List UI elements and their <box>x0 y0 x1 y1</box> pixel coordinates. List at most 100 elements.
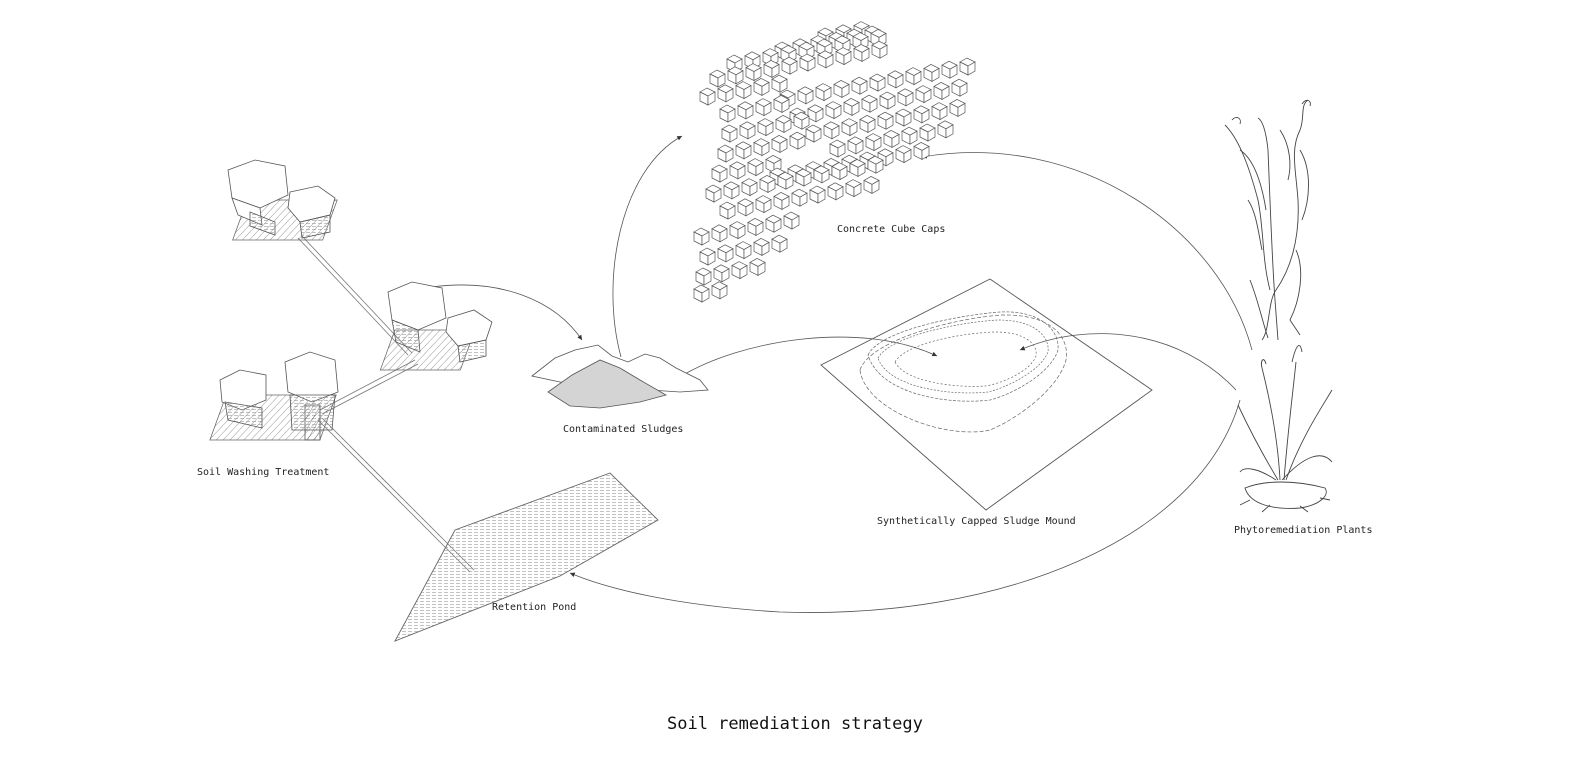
concrete-cube <box>831 162 848 180</box>
arrow-plants-to-cubes <box>921 152 1253 351</box>
concrete-cube <box>757 118 774 136</box>
concrete-cube <box>773 192 790 210</box>
label-phytoremediation: Phytoremediation Plants <box>1234 525 1373 536</box>
concrete-cube <box>823 121 840 140</box>
concrete-cube <box>897 88 914 107</box>
concrete-cube <box>895 108 912 127</box>
concrete-cube <box>861 94 878 113</box>
concrete-cube <box>699 247 716 266</box>
concrete-cube <box>877 111 894 130</box>
concrete-cube <box>719 201 736 220</box>
concrete-cube <box>773 95 790 113</box>
concrete-cube <box>895 145 912 163</box>
concrete-cube <box>737 198 754 217</box>
concrete-cube <box>745 63 762 81</box>
concrete-cube <box>747 158 764 176</box>
label-sludge-mound: Synthetically Capped Sludge Mound <box>877 516 1076 527</box>
concrete-cube <box>747 218 764 236</box>
concrete-cube <box>841 118 858 136</box>
concrete-cube <box>709 69 726 88</box>
concrete-cube <box>731 261 748 279</box>
concrete-cube <box>949 99 966 117</box>
soil-washing-unit-2 <box>379 281 493 371</box>
concrete-cube <box>763 60 780 78</box>
phytoremediation-plant-tall <box>1224 99 1311 341</box>
concrete-cube <box>805 124 822 143</box>
concrete-cube <box>729 221 746 239</box>
concrete-cube <box>729 161 746 180</box>
concrete-cube <box>735 241 752 259</box>
concrete-cube <box>859 115 876 133</box>
concrete-cube <box>871 40 888 59</box>
concrete-cube <box>719 104 736 123</box>
label-contaminated-sludges: Contaminated Sludges <box>563 424 684 435</box>
concrete-cube <box>739 121 756 140</box>
concrete-cube <box>753 238 770 256</box>
concrete-cube <box>867 155 884 174</box>
concrete-cube <box>905 67 922 85</box>
concrete-cube <box>755 98 772 116</box>
concrete-cube <box>901 126 918 145</box>
concrete-cube <box>829 139 846 158</box>
concrete-cube <box>699 87 716 106</box>
concrete-cube <box>951 78 968 97</box>
concrete-cube <box>793 111 810 130</box>
concrete-cube <box>781 56 798 75</box>
concrete-cube <box>695 267 712 286</box>
retention-pond <box>394 472 659 642</box>
concrete-cube <box>765 214 782 233</box>
concrete-cube <box>913 142 930 160</box>
concrete-cube <box>753 78 770 96</box>
concrete-cube <box>737 101 754 120</box>
concrete-cube <box>815 83 832 101</box>
concrete-cube <box>717 244 734 263</box>
synthetic-sludge-mound <box>820 278 1153 511</box>
concrete-cube <box>883 130 900 148</box>
concrete-cube <box>919 123 936 142</box>
arrow-sludges-to-mound <box>679 336 938 378</box>
concrete-cube <box>713 264 730 283</box>
concrete-cube <box>753 138 770 156</box>
concrete-cube <box>887 70 904 89</box>
concrete-cube <box>915 85 932 103</box>
concrete-cube <box>735 81 752 99</box>
diagram-title: Soil remediation strategy <box>667 714 923 734</box>
label-concrete-cube-caps: Concrete Cube Caps <box>837 224 946 235</box>
phytoremediation-plant-grass <box>1237 344 1333 513</box>
arrow-sludges-to-cubes <box>612 135 683 358</box>
arrow-plants-to-pond <box>569 399 1241 613</box>
concrete-cube-caps <box>693 21 976 303</box>
concrete-cube <box>853 44 870 62</box>
concrete-cube <box>771 234 788 253</box>
concrete-cube <box>791 188 808 207</box>
arrow-washing-to-sludges <box>431 284 583 341</box>
concrete-cube <box>795 168 812 187</box>
concrete-cube <box>869 73 886 92</box>
concrete-cube <box>825 101 842 119</box>
concrete-cube <box>711 224 728 243</box>
concrete-cube <box>705 184 722 203</box>
concrete-cube <box>771 74 788 93</box>
concrete-cube <box>723 181 740 200</box>
concrete-cube <box>797 86 814 105</box>
concrete-cube <box>941 60 958 79</box>
concrete-cube <box>845 179 862 197</box>
concrete-cube <box>741 178 758 196</box>
concrete-cube <box>849 159 866 177</box>
soil-washing-unit-3 <box>209 351 339 441</box>
concrete-cube <box>693 227 710 246</box>
concrete-cube <box>717 84 734 103</box>
concrete-cube <box>959 57 976 76</box>
concrete-cube <box>933 82 950 100</box>
concrete-cube <box>783 211 800 230</box>
concrete-cube <box>813 165 830 184</box>
concrete-cube <box>863 176 880 194</box>
concrete-cube <box>923 64 940 82</box>
concrete-cube <box>693 284 710 303</box>
concrete-cube <box>913 105 930 124</box>
concrete-cube <box>777 171 794 190</box>
concrete-cube <box>865 133 882 151</box>
label-retention-pond: Retention Pond <box>492 602 577 613</box>
concrete-cube <box>789 131 806 150</box>
